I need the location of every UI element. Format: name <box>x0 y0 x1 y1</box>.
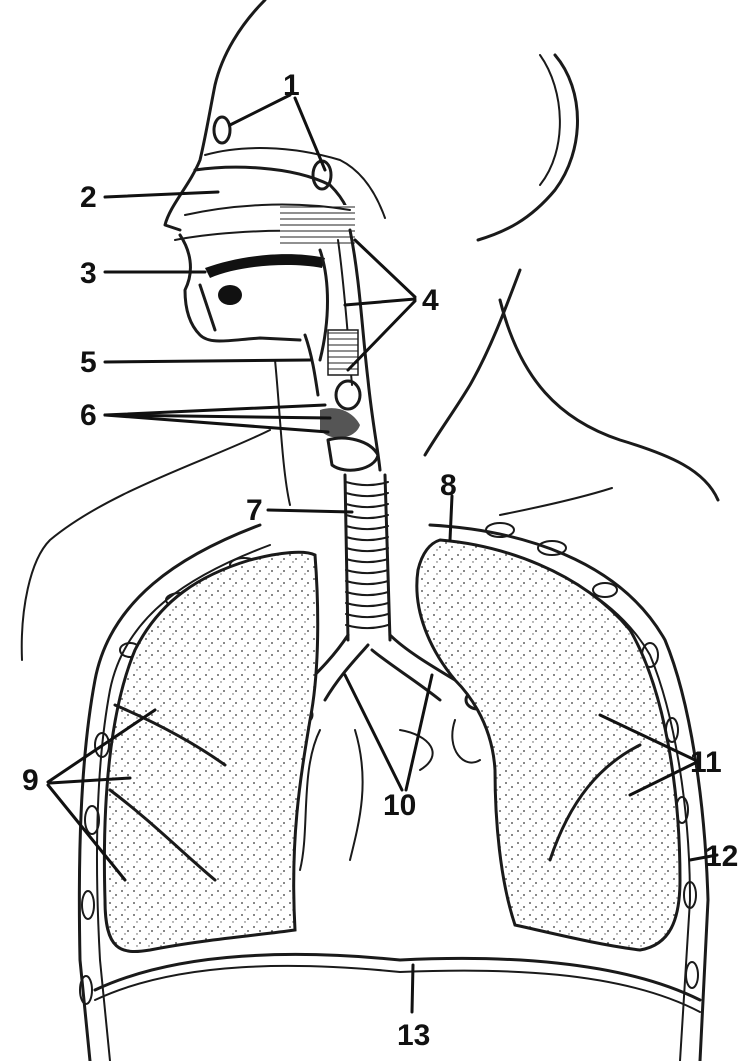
tracheal-ring <box>346 570 388 573</box>
tracheal-ring <box>346 515 388 518</box>
label-12: 12 <box>705 840 738 873</box>
label-13: 13 <box>397 1019 430 1052</box>
tracheal-ring <box>346 548 388 551</box>
tracheal-ring <box>346 482 388 485</box>
label-8: 8 <box>440 469 457 502</box>
tracheal-ring <box>346 581 388 584</box>
tracheal-ring <box>346 592 388 595</box>
right-lung <box>104 552 317 951</box>
label-11: 11 <box>690 746 722 779</box>
label-6: 6 <box>80 399 97 432</box>
label-3: 3 <box>80 257 97 290</box>
tracheal-ring <box>346 614 388 617</box>
trachea <box>345 475 390 640</box>
tracheal-ring <box>346 537 388 540</box>
diaphragm <box>95 954 700 1012</box>
label-1: 1 <box>283 69 300 102</box>
tracheal-ring <box>346 625 388 628</box>
tracheal-ring <box>346 493 388 496</box>
tracheal-ring <box>346 504 388 507</box>
label-7: 7 <box>246 494 263 527</box>
label-10: 10 <box>383 789 416 822</box>
tracheal-ring <box>346 526 388 529</box>
tracheal-ring <box>346 559 388 562</box>
tracheal-ring <box>346 603 388 606</box>
label-5: 5 <box>80 346 97 379</box>
label-4: 4 <box>422 284 439 317</box>
label-2: 2 <box>80 181 97 214</box>
label-9: 9 <box>22 764 39 797</box>
